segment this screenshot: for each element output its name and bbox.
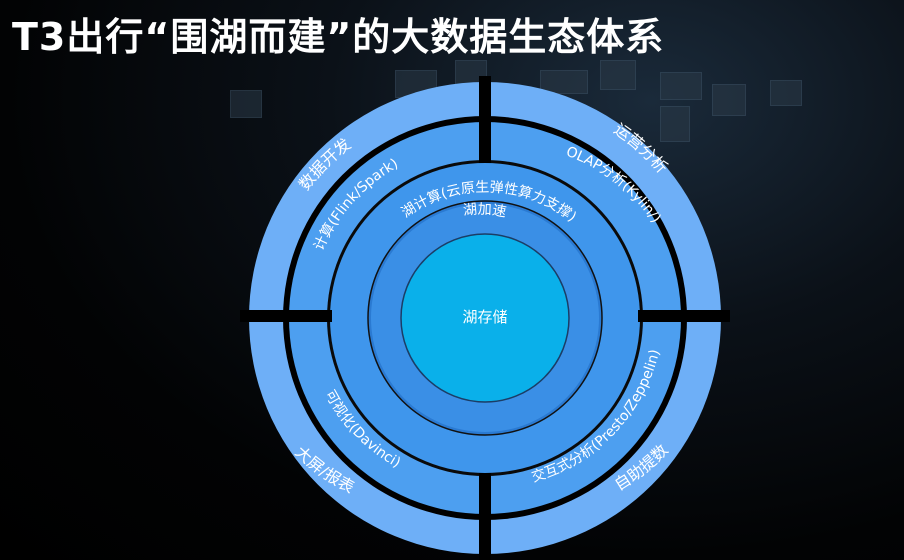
quadrant-gap-horizontal-left xyxy=(240,310,332,322)
core-label-lake-storage: 湖存储 xyxy=(462,308,507,326)
background-block xyxy=(660,72,702,100)
background-block xyxy=(600,60,636,90)
core-circle xyxy=(400,233,570,403)
label-lake-acceleration: 湖加速 xyxy=(462,202,507,221)
background-block xyxy=(712,84,746,116)
quadrant-gap-horizontal-right xyxy=(638,310,730,322)
page-title: T3出行“围湖而建”的大数据生态体系 xyxy=(12,15,665,59)
background-block xyxy=(770,80,802,106)
background-block xyxy=(230,90,262,118)
background-block xyxy=(660,106,690,142)
quadrant-gap-vertical-top xyxy=(479,76,491,163)
quadrant-gap-vertical-bottom xyxy=(479,473,491,560)
svg-text:湖加速: 湖加速 xyxy=(462,202,507,221)
background-block xyxy=(540,70,588,94)
